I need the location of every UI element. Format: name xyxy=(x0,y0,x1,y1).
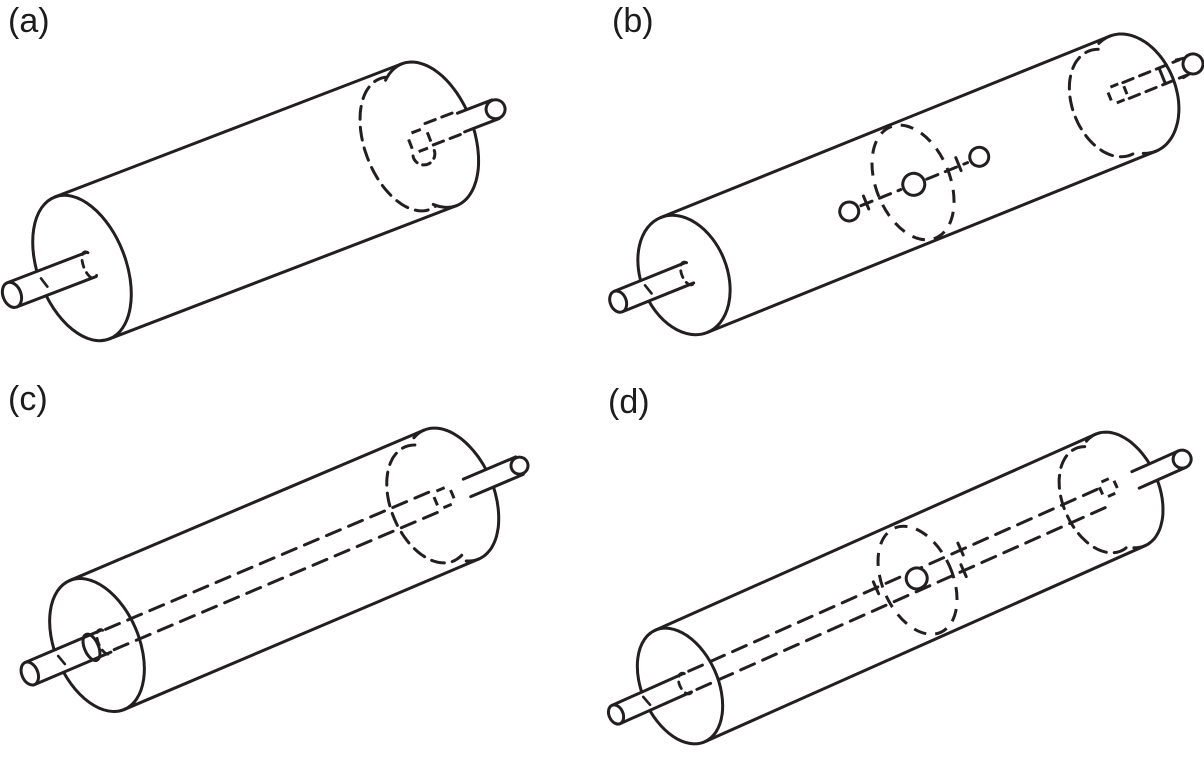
panel-d-drawing xyxy=(606,430,1193,746)
mid-section-bead xyxy=(838,200,861,223)
axial-hole-hidden-line xyxy=(104,488,435,631)
pin-entry-hidden-arc xyxy=(679,260,696,287)
panel-b-drawing xyxy=(608,32,1204,337)
far-end-cap xyxy=(384,60,481,209)
cylinder-top-silhouette xyxy=(68,428,426,583)
cylinder-top-silhouette xyxy=(659,34,1112,220)
cylinder-blind-axial-well-at-far-end xyxy=(0,60,507,343)
hidden-well-bottom-square xyxy=(1095,475,1121,501)
mid-section-bead xyxy=(901,171,927,197)
far-end-pin xyxy=(1130,449,1180,474)
cylinder-bottom-silhouette xyxy=(107,204,459,341)
far-end-pin xyxy=(1137,465,1188,490)
surface-crossing-tick xyxy=(954,156,963,173)
cylinder-mid-length-well-and-axial-well-at-far-end xyxy=(608,32,1204,337)
far-end-pin-tip xyxy=(509,455,530,476)
near-end-pin xyxy=(618,690,693,726)
surface-crossing-tick xyxy=(871,580,881,596)
panel-label-d: (d) xyxy=(608,383,650,421)
cylinder-axial-through-hole-with-mid-length-bead xyxy=(606,430,1193,746)
axial-hole-hidden-line xyxy=(695,505,1108,691)
surface-crossing-tick xyxy=(956,541,965,557)
far-end-pin xyxy=(469,472,525,499)
near-end-pin xyxy=(15,275,98,309)
surface-crossing-tick xyxy=(861,194,871,211)
far-end-hidden-rim xyxy=(1057,445,1131,555)
panel-label-a: (a) xyxy=(8,2,50,40)
far-end-cap xyxy=(1097,32,1181,155)
mid-section-hidden-circle xyxy=(876,524,959,636)
near-end-pin-tip xyxy=(606,703,626,726)
near-end-pin xyxy=(612,261,687,293)
hidden-well-bottom-square xyxy=(1104,80,1131,107)
far-end-hidden-rim xyxy=(1067,47,1141,159)
surface-crossing-tick xyxy=(1157,67,1167,86)
near-end-pin xyxy=(610,672,685,707)
panel-label-c: (c) xyxy=(8,380,48,418)
near-end-pin-tip xyxy=(0,280,24,309)
hidden-well-bottom-square xyxy=(430,483,458,512)
mid-section-bead xyxy=(968,145,991,168)
far-end-pin-tip xyxy=(484,98,507,121)
hidden-channel-line xyxy=(1121,58,1181,85)
far-end-hidden-rim xyxy=(385,443,464,565)
hidden-channel-line xyxy=(431,131,467,147)
pin-centreline-tick xyxy=(56,654,67,666)
surface-crossing-tick xyxy=(959,563,968,579)
near-end-pin-tip xyxy=(608,289,629,314)
hidden-channel-line xyxy=(423,109,459,125)
hidden-well-bottom-square xyxy=(404,125,435,156)
panel-label-b: (b) xyxy=(612,2,654,40)
far-end-pin xyxy=(455,98,494,115)
pin-entry-collar xyxy=(81,632,102,663)
axial-hole-hidden-line xyxy=(687,487,1100,673)
pin-centreline-tick xyxy=(643,284,653,295)
cylinder-bottom-silhouette xyxy=(705,149,1158,334)
cylinder-top-silhouette xyxy=(653,432,1098,632)
far-end-pin xyxy=(463,117,501,134)
near-end-pin xyxy=(5,250,89,285)
cylinder-bottom-silhouette xyxy=(122,557,481,711)
near-end-pin xyxy=(620,281,696,314)
pin-centreline-tick xyxy=(641,695,652,707)
panel-a-drawing xyxy=(0,60,507,343)
far-end-pin-tip xyxy=(1171,448,1193,470)
far-end-cap xyxy=(412,426,501,563)
near-end-pin-tip xyxy=(19,660,41,687)
far-end-pin xyxy=(461,455,518,481)
far-end-pin-tip xyxy=(1181,52,1204,76)
mid-hidden-channel-line xyxy=(925,161,970,181)
panel-c-drawing xyxy=(19,426,530,713)
hidden-channel-line xyxy=(1127,73,1188,100)
far-end-hidden-rim xyxy=(358,75,438,213)
cylinder-bottom-silhouette xyxy=(703,544,1147,744)
pin-entry-hidden-arc xyxy=(80,250,99,280)
pin-entry-hidden-arc xyxy=(676,671,694,696)
cylinder-axial-through-hole xyxy=(19,426,530,713)
hidden-well-round-mark xyxy=(411,146,437,167)
cylinder-top-silhouette xyxy=(53,62,404,199)
mid-section-bead xyxy=(904,566,929,591)
mid-section-hidden-circle xyxy=(870,123,956,242)
axial-hole-hidden-line xyxy=(112,509,444,652)
far-end-cap xyxy=(1084,430,1165,550)
pin-centreline-tick xyxy=(39,277,49,288)
